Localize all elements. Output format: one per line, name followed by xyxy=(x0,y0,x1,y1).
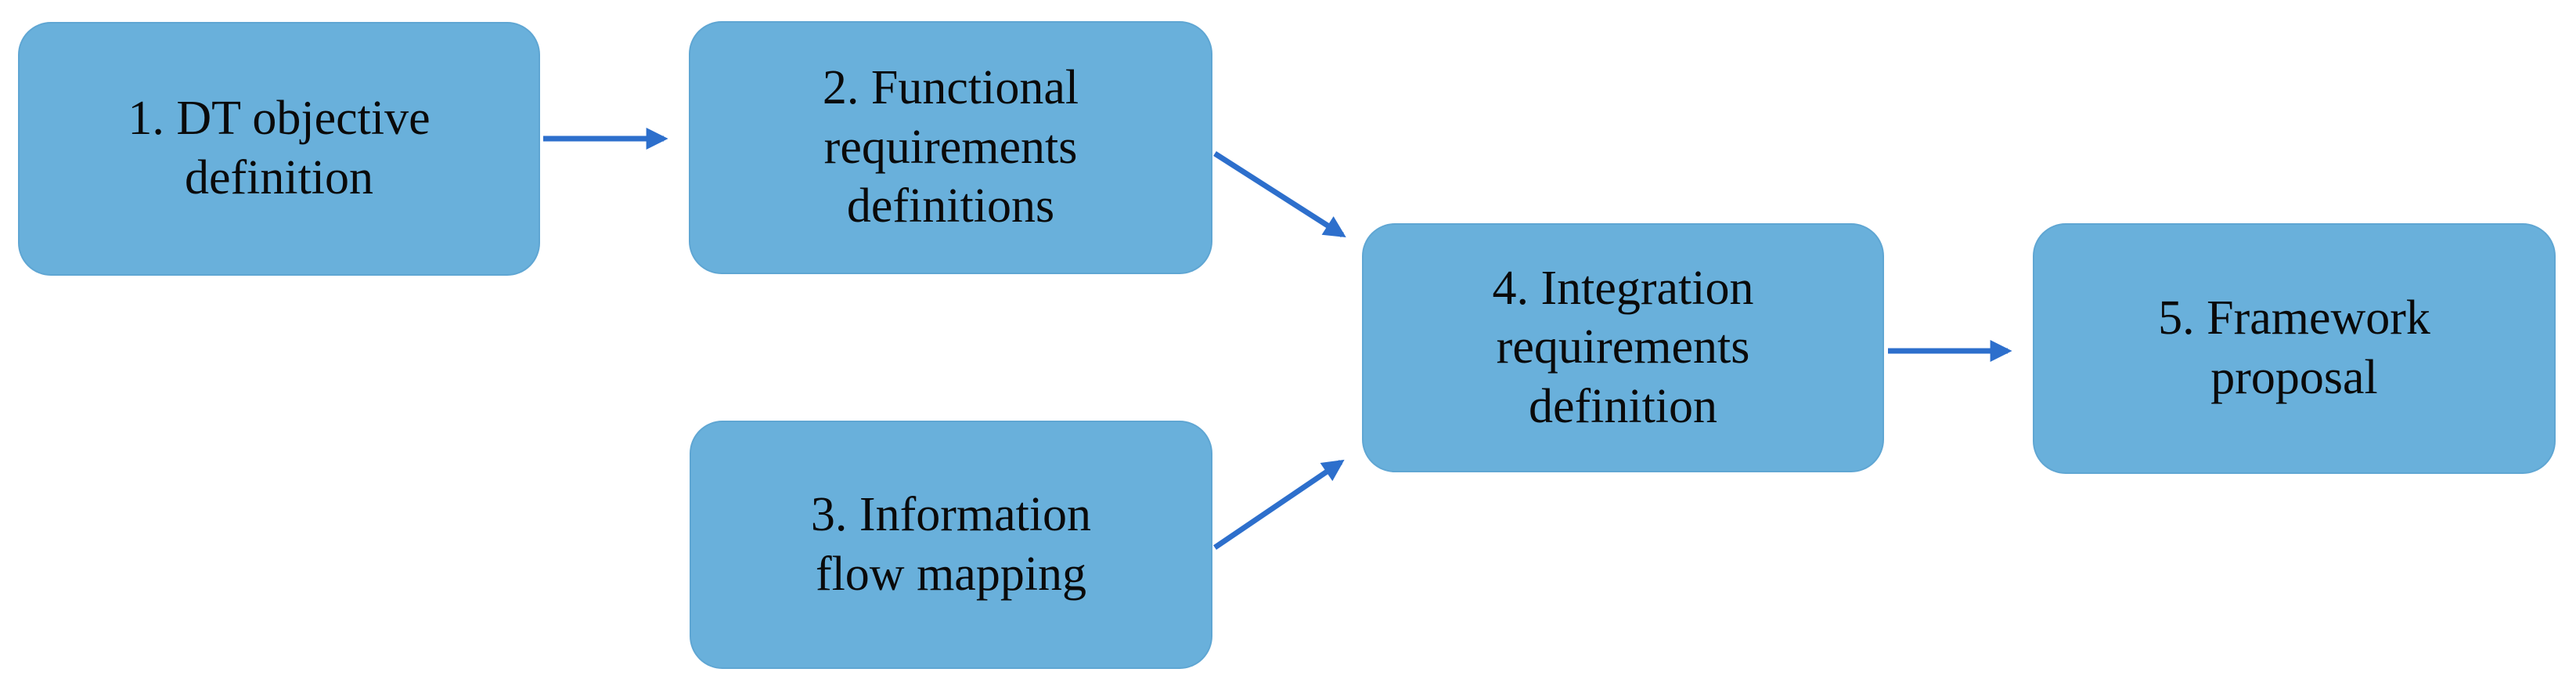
node-label-line: flow mapping xyxy=(815,547,1087,601)
node-label-line: definition xyxy=(184,151,374,204)
node-label-line: 5. Framework xyxy=(2158,291,2430,345)
node-framework-proposal: 5. Framework proposal xyxy=(2033,223,2556,474)
node-label-line: requirements xyxy=(1496,320,1750,374)
node-dt-objective-definition: 1. DT objective definition xyxy=(18,22,540,276)
node-functional-requirements-definitions: 2. Functional requirements definitions xyxy=(689,21,1212,274)
node-integration-requirements-definition: 4. Integration requirements definition xyxy=(1362,223,1884,472)
node-label-line: definition xyxy=(1528,379,1718,433)
node-label-line: requirements xyxy=(823,120,1078,174)
node-label-line: definitions xyxy=(846,179,1055,233)
node-label-line: 4. Integration xyxy=(1492,261,1754,315)
node-label-line: 2. Functional xyxy=(822,61,1079,115)
arrow-2-to-4 xyxy=(1213,151,1346,238)
arrow-3-to-4 xyxy=(1213,459,1345,550)
node-label-line: proposal xyxy=(2210,351,2378,404)
node-information-flow-mapping: 3. Information flow mapping xyxy=(690,421,1212,669)
node-label-line: 3. Information xyxy=(810,487,1092,541)
node-label-line: 1. DT objective xyxy=(128,92,431,146)
